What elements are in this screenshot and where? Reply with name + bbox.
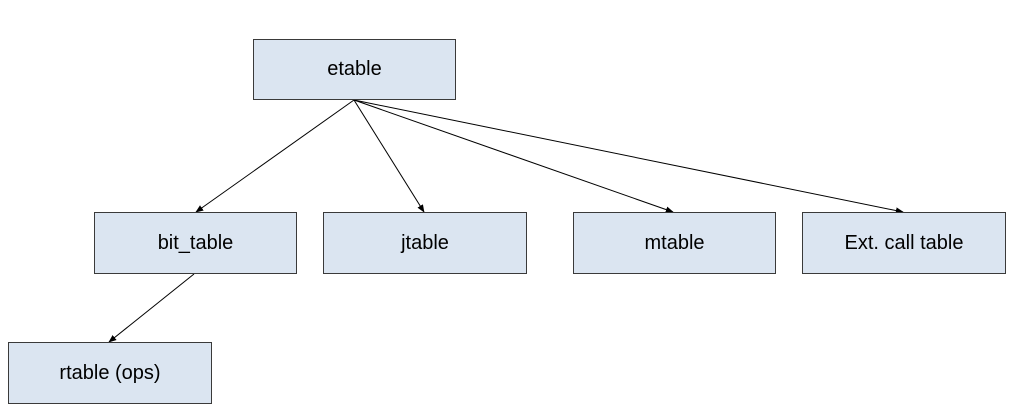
edge-etable-mtable [353,99,674,213]
node-jtable: jtable [323,212,527,274]
edge-bit-table-rtable [108,273,195,343]
node-bit-table: bit_table [94,212,297,274]
node-etable: etable [253,39,456,100]
edge-etable-bit-table [195,99,355,213]
node-mtable: mtable [573,212,776,274]
edge-etable-ext-call-table [353,99,904,214]
node-ext-call-table: Ext. call table [802,212,1006,274]
node-rtable-ops: rtable (ops) [8,342,212,404]
edge-etable-jtable [353,99,425,213]
